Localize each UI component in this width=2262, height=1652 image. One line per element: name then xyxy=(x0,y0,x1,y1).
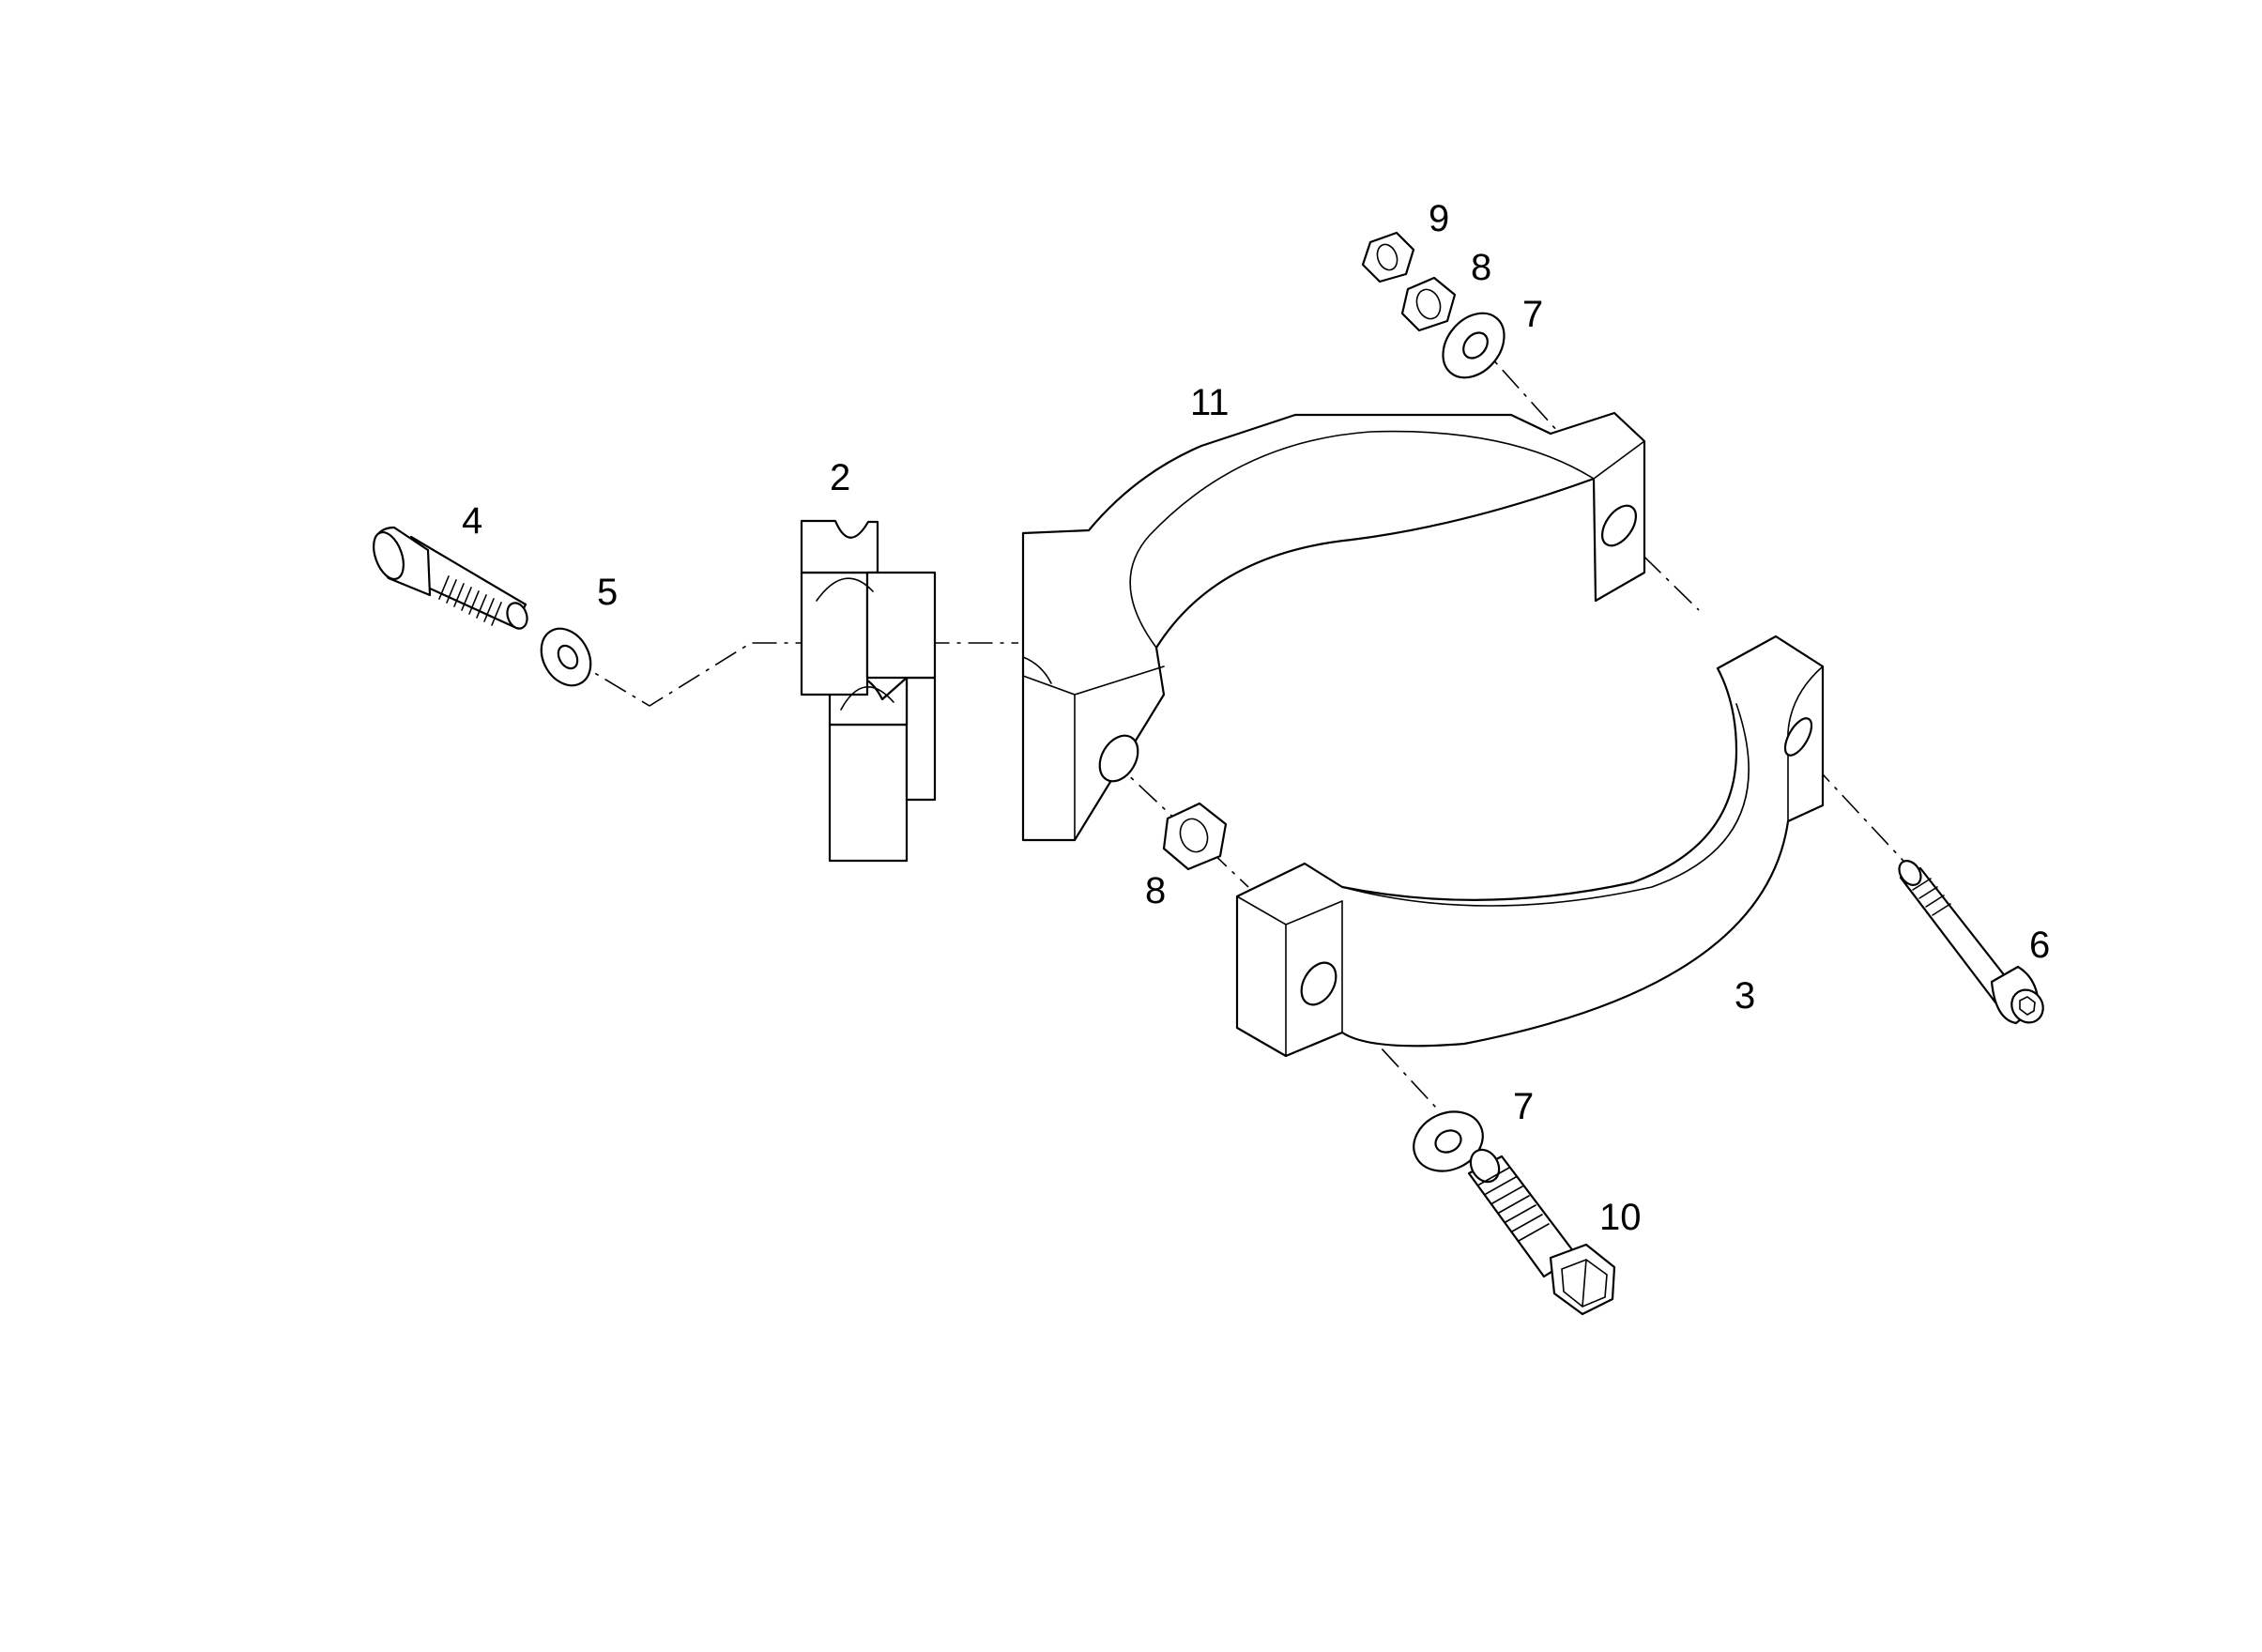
nut-8-top xyxy=(1400,276,1457,332)
washer-5 xyxy=(540,627,592,687)
washer-7-top xyxy=(1442,312,1505,379)
bolt-6-hex-socket xyxy=(2019,996,2036,1016)
upper-clamp-hole-right xyxy=(1600,504,1638,547)
callout-2: 2 xyxy=(830,457,850,498)
callout-8-top: 8 xyxy=(1471,247,1491,288)
spacer-2-lower-front xyxy=(828,723,909,863)
callout-4: 4 xyxy=(462,500,482,542)
lower-clamp-body xyxy=(1235,635,1825,1058)
callout-11: 11 xyxy=(1190,382,1230,423)
bolt-4-head-face xyxy=(373,531,405,580)
callout-7-bottom: 7 xyxy=(1513,1086,1534,1127)
nut-8-middle xyxy=(1162,802,1228,871)
upper-clamp-11 xyxy=(1021,411,1646,842)
bolt-4-thread-end xyxy=(506,602,528,630)
bolt-6-head-face xyxy=(2010,988,2044,1024)
bolt-10 xyxy=(1467,1148,1616,1316)
callout-9: 9 xyxy=(1429,198,1449,239)
spacer-2-lower-right xyxy=(905,676,937,802)
lower-clamp-hole-right xyxy=(1783,717,1813,757)
callout-5: 5 xyxy=(597,572,618,613)
bolt-6-tip xyxy=(1898,860,1922,886)
axis-lower-clamp-to-washer7 xyxy=(1322,985,1437,1109)
callout-3: 3 xyxy=(1735,975,1755,1017)
axis-bolt4-to-block2 xyxy=(567,642,1018,707)
lower-clamp-3 xyxy=(1235,635,1825,1058)
spacer-2-upper-right xyxy=(865,571,937,680)
spacer-2-upper-front xyxy=(800,571,869,696)
spacer-2-upper-top xyxy=(800,519,879,574)
upper-clamp-body xyxy=(1021,411,1646,842)
bolt-10-threads xyxy=(1478,1167,1550,1242)
callout-8-middle: 8 xyxy=(1145,870,1166,911)
spacer-block-2 xyxy=(800,519,937,863)
bolt-4-threads xyxy=(438,575,502,626)
upper-clamp-hole-left xyxy=(1098,734,1139,783)
bolt-10-hex-head xyxy=(1549,1243,1616,1316)
callout-6: 6 xyxy=(2029,925,2050,966)
bolt-4 xyxy=(373,526,528,630)
bolt-10-tip xyxy=(1469,1148,1501,1184)
callout-7-top: 7 xyxy=(1522,294,1543,335)
callout-labels: 11 9 8 7 2 4 5 8 6 3 7 10 xyxy=(462,198,2050,1238)
washer-7-bottom xyxy=(1413,1110,1484,1172)
bolt-6 xyxy=(1898,860,2044,1025)
callout-10: 10 xyxy=(1599,1197,1642,1238)
bolt-6-threads xyxy=(1912,878,1951,916)
lower-clamp-hole-left xyxy=(1300,961,1337,1006)
nut-9 xyxy=(1361,231,1415,283)
